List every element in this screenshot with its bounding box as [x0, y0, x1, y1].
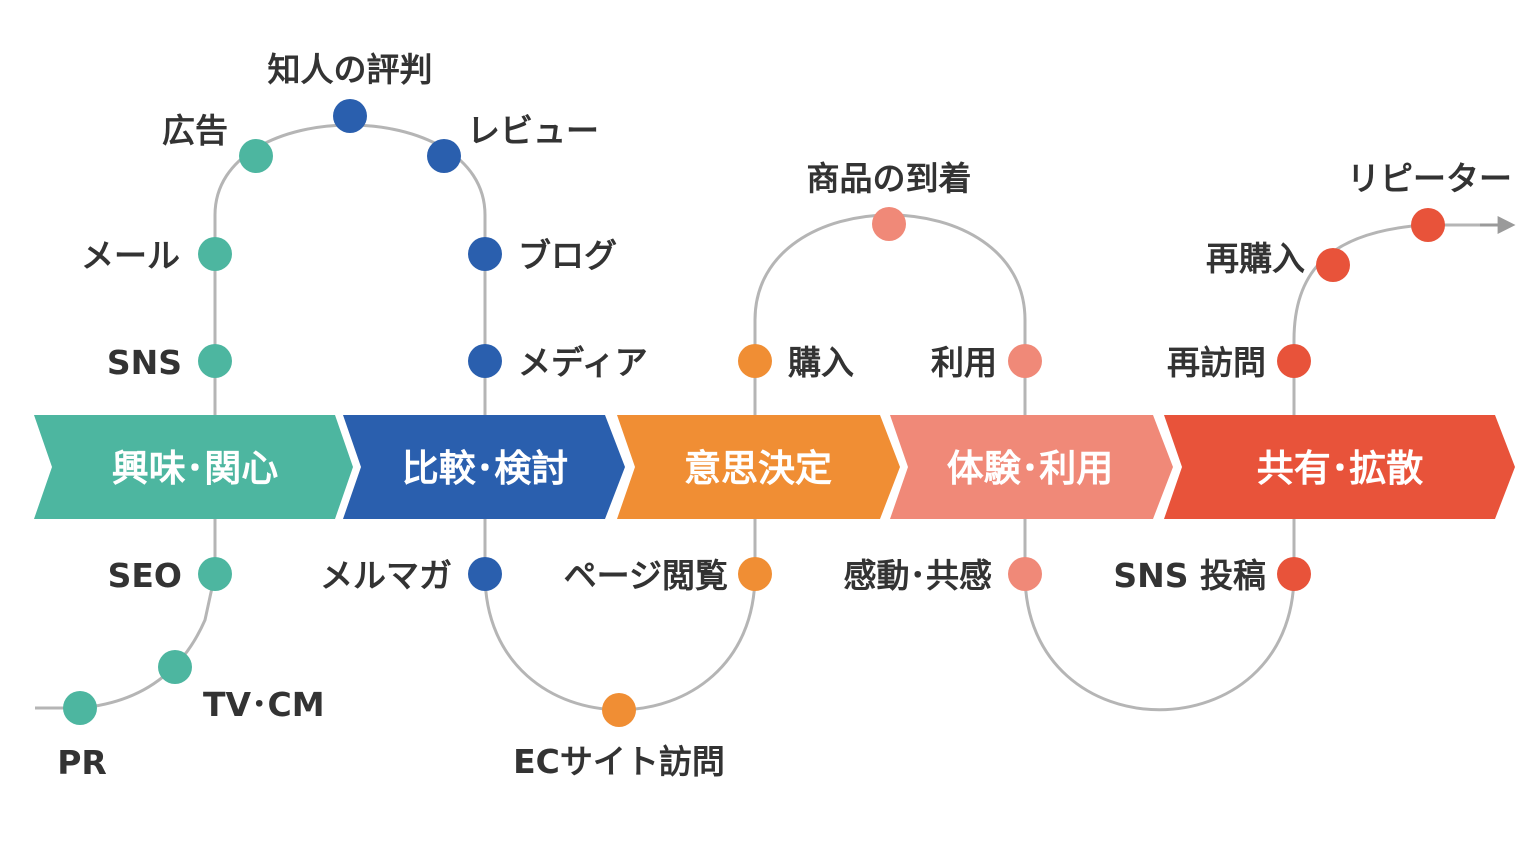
touchpoint-dot-media	[468, 344, 502, 378]
stage-decision	[617, 415, 900, 519]
touchpoint-dot-ad	[239, 139, 273, 173]
touchpoint-dot-pageview	[738, 557, 772, 591]
touchpoint-dot-review	[427, 139, 461, 173]
touchpoint-dot-seo	[198, 557, 232, 591]
touchpoint-label-review: レビュー	[467, 111, 599, 150]
touchpoint-label-seo: SEO	[108, 556, 182, 595]
touchpoint-label-blog: ブログ	[518, 236, 617, 275]
touchpoint-label-pageview: ページ閲覧	[564, 556, 728, 595]
stage-experience	[890, 415, 1173, 519]
touchpoint-label-arrival: 商品の到着	[807, 159, 972, 198]
touchpoint-dot-mailmag	[468, 557, 502, 591]
touchpoint-label-media: メディア	[518, 343, 648, 382]
touchpoint-dot-mail	[198, 237, 232, 271]
touchpoint-label-repurchase: 再購入	[1206, 239, 1305, 278]
touchpoint-dot-tvcm	[158, 650, 192, 684]
stage-share	[1164, 415, 1515, 519]
touchpoint-dot-repurchase	[1316, 248, 1350, 282]
touchpoint-dot-repeater	[1411, 208, 1445, 242]
touchpoint-dot-sns-post	[1277, 557, 1311, 591]
touchpoint-dot-arrival	[872, 207, 906, 241]
touchpoint-dot-purchase	[738, 344, 772, 378]
touchpoint-label-mailmag: メルマガ	[320, 556, 452, 595]
touchpoint-label-use: 利用	[931, 343, 997, 382]
touchpoint-dot-reputation	[333, 99, 367, 133]
stage-compare-label: 比較･検討	[402, 447, 569, 490]
touchpoint-label-reputation: 知人の評判	[268, 50, 433, 89]
touchpoint-dot-sns	[198, 344, 232, 378]
touchpoint-label-ad: 広告	[162, 111, 228, 150]
touchpoint-dot-blog	[468, 237, 502, 271]
touchpoint-label-sns-post: SNS 投稿	[1113, 556, 1266, 595]
touchpoint-label-impression: 感動･共感	[844, 556, 993, 595]
touchpoint-label-sns: SNS	[107, 343, 182, 382]
stage-interest	[34, 415, 353, 519]
stage-decision-label: 意思決定	[684, 447, 832, 490]
touchpoint-label-tvcm: TV･CM	[203, 685, 325, 724]
touchpoint-label-ec-visit: ECサイト訪問	[513, 742, 725, 781]
touchpoint-label-repeater: リピーター	[1347, 159, 1512, 198]
stage-compare	[343, 415, 625, 519]
stage-experience-label: 体験･利用	[947, 447, 1114, 490]
touchpoint-dot-revisit	[1277, 344, 1311, 378]
touchpoint-label-pr: PR	[57, 743, 107, 782]
touchpoint-dot-use	[1008, 344, 1042, 378]
touchpoint-label-mail: メール	[81, 236, 180, 275]
touchpoint-dot-ec-visit	[602, 693, 636, 727]
touchpoint-label-revisit: 再訪問	[1167, 343, 1266, 382]
touchpoint-dot-pr	[63, 691, 97, 725]
touchpoint-dot-impression	[1008, 557, 1042, 591]
stage-interest-label: 興味･関心	[112, 447, 279, 490]
touchpoint-label-purchase: 購入	[788, 343, 854, 382]
stage-share-label: 共有･拡散	[1257, 447, 1424, 490]
